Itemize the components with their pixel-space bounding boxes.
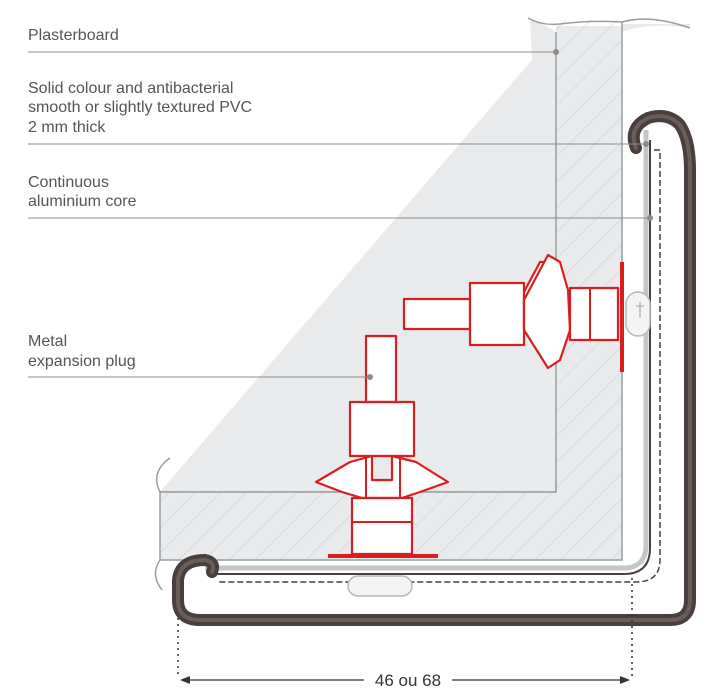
label-plasterboard: Plasterboard	[28, 27, 119, 44]
leader-lines	[28, 49, 653, 380]
expansion-plug-lower	[314, 334, 450, 597]
label-pvc-line-3: 2 mm thick	[28, 119, 106, 136]
label-pvc-line-1: Solid colour and antibacterial	[28, 80, 233, 97]
label-core-line-2: aluminium core	[28, 193, 137, 210]
label-pvc-line-2: smooth or slightly textured PVC	[28, 99, 252, 116]
dimension-label: 46 ou 68	[375, 671, 441, 690]
expansion-plug-upper	[402, 253, 651, 372]
label-plug-line-2: expansion plug	[28, 353, 136, 370]
label-plug-line-1: Metal	[28, 333, 67, 350]
aluminium-core	[205, 130, 649, 571]
pvc-corner-profile	[172, 110, 696, 626]
dimension-line	[177, 578, 633, 684]
label-core-line-1: Continuous	[28, 174, 109, 191]
